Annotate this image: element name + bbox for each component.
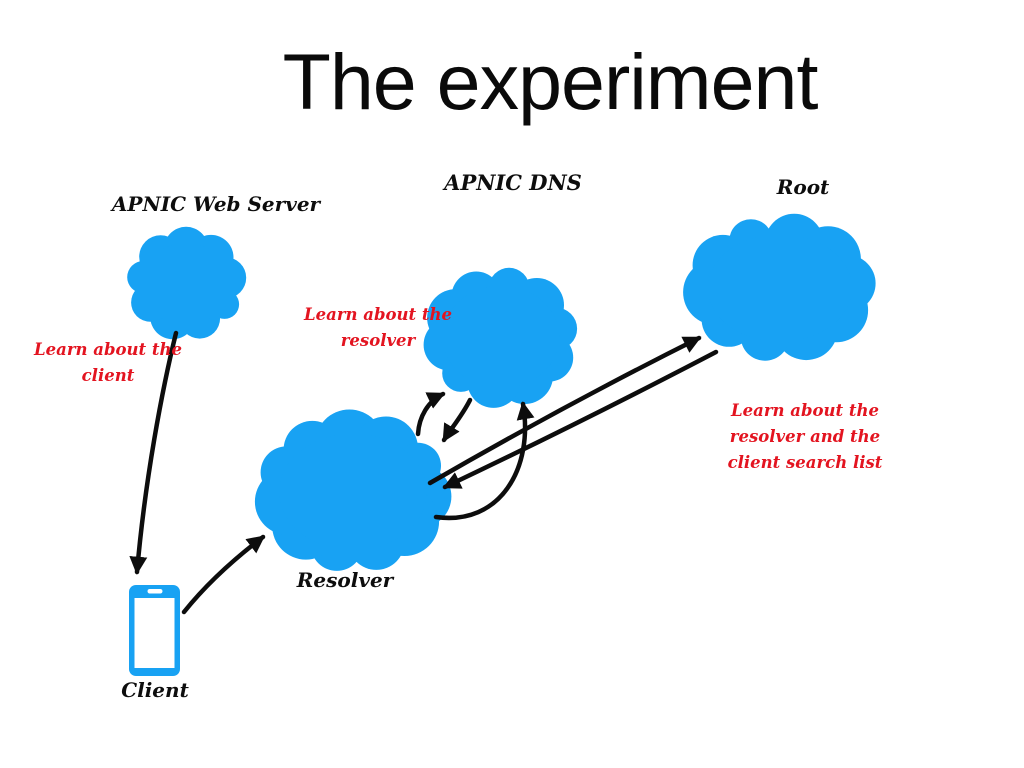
annotation-learn-root: Learn about the resolver and the client … <box>728 398 883 476</box>
label-apnic-dns: APNIC DNS <box>444 170 582 195</box>
web-server-cloud <box>127 226 247 340</box>
arrow-resolver-to-root <box>427 335 702 486</box>
smartphone-icon <box>129 585 180 676</box>
annotation-line: Learn about the <box>731 401 879 420</box>
annotation-line: resolver and the <box>729 427 881 446</box>
annotation-learn-resolver: Learn about the resolver <box>304 302 452 354</box>
annotation-line: Learn about the <box>34 340 182 359</box>
arrow-root-to-resolver <box>442 349 719 490</box>
arrow-client-to-resolver <box>181 534 266 615</box>
label-client: Client <box>121 678 189 702</box>
label-web-server: APNIC Web Server <box>111 192 321 216</box>
root-cloud <box>683 213 876 361</box>
annotation-line: Learn about the <box>304 305 452 324</box>
arrow-webserver-to-client <box>129 330 179 575</box>
annotation-line: client <box>81 366 135 385</box>
annotation-line: client search list <box>727 453 883 472</box>
annotation-line: resolver <box>340 331 416 350</box>
label-resolver: Resolver <box>296 568 394 592</box>
arrow-dns-to-resolver-reply <box>441 397 473 443</box>
apnic-dns-cloud <box>423 267 578 408</box>
arrow-resolver-to-dns-query <box>415 391 446 437</box>
slide-title: The experiment <box>282 37 819 126</box>
annotation-learn-client: Learn about the client <box>34 337 182 389</box>
label-root: Root <box>776 175 830 199</box>
resolver-cloud <box>254 409 452 571</box>
